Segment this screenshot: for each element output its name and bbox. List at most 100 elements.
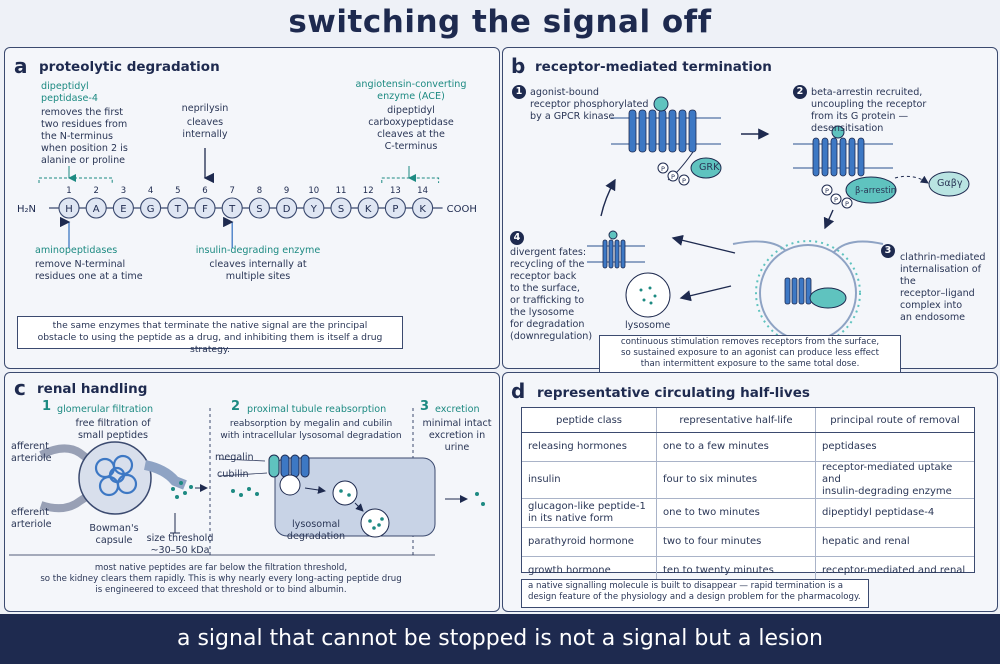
recycled-receptor — [587, 230, 645, 269]
cell-half-life: ten to twenty minutes — [663, 565, 774, 576]
proximal-tubule-cell — [218, 454, 436, 538]
table-row: releasing hormones one to a few minutes … — [522, 432, 974, 462]
phosphate-label: P — [671, 173, 675, 181]
residue-circle — [276, 197, 298, 219]
lysosome-label: lysosome — [625, 320, 671, 331]
residue-circle — [248, 197, 270, 219]
residue-letter: T — [228, 204, 236, 215]
ide-name: insulin-degrading enzyme — [195, 245, 321, 256]
aminopeptidases-name: aminopeptidases — [35, 245, 118, 256]
residue-position: 12 — [363, 186, 374, 196]
residue-position: 11 — [336, 186, 347, 196]
cell-route: receptor-mediated uptake and — [822, 462, 953, 485]
residue-letter: S — [256, 204, 262, 215]
residue-position: 13 — [390, 186, 401, 196]
header-half-life: representative half-life — [656, 408, 816, 433]
cell-route: peptidases — [822, 441, 877, 452]
cell-route: hepatic and renal — [822, 536, 910, 547]
panel-title: renal handling — [37, 381, 148, 397]
residue-circle — [140, 197, 162, 219]
step3-number: 3 — [881, 244, 895, 258]
dpp4-bracket — [38, 177, 113, 183]
phosphate-label: P — [661, 165, 665, 173]
residue-letter: K — [365, 204, 372, 215]
step2-number: 2 — [231, 399, 241, 414]
residue-circle — [194, 197, 216, 219]
panel-label: d — [511, 379, 526, 403]
cell-half-life: one to two minutes — [663, 507, 760, 518]
residue-letter: F — [202, 204, 208, 215]
n-terminus-label: H₂N — [17, 204, 36, 215]
residue-position: 2 — [93, 186, 98, 196]
panel-label: b — [511, 54, 526, 78]
ace-bracket — [381, 177, 440, 183]
grk-label: GRK — [699, 162, 720, 173]
residue-circle — [384, 197, 406, 219]
residue-letter: T — [174, 204, 182, 215]
step3-number: 3 — [420, 399, 430, 414]
residue-circle — [112, 197, 134, 219]
residue-position: 5 — [175, 186, 180, 196]
residue-position: 6 — [202, 186, 207, 196]
residue-letter: D — [283, 204, 291, 215]
residue-circle — [167, 197, 189, 219]
step1-number: 1 — [512, 85, 526, 99]
cell-half-life: four to six minutes — [663, 474, 758, 485]
cubilin-label: cubilin — [217, 469, 249, 480]
phosphate-label: P — [845, 200, 849, 208]
residue-letter: H — [65, 204, 73, 215]
proximal-tubule-title: proximal tubule reabsorption — [247, 404, 387, 415]
lysosome — [625, 272, 671, 318]
cell-half-life: two to four minutes — [663, 536, 762, 547]
table-row: insulin four to six minutes receptor-med… — [522, 461, 974, 499]
glomerulus — [39, 441, 208, 534]
cell-route-line2: insulin-degrading enzyme — [822, 486, 952, 497]
residue-position: 1 — [66, 186, 71, 196]
c-terminus-label: COOH — [447, 204, 477, 215]
footer-banner: a signal that cannot be stopped is not a… — [0, 614, 1000, 664]
panel-receptor-termination: b receptor-mediated termination — [502, 47, 998, 374]
panel-title: receptor-mediated termination — [535, 59, 772, 75]
cell-class: growth hormone — [528, 565, 611, 576]
cell-class: parathyroid hormone — [528, 536, 634, 547]
residue-position: 3 — [121, 186, 126, 196]
cell-half-life: one to a few minutes — [663, 441, 769, 452]
residue-letter: K — [419, 204, 426, 215]
panel-title: representative circulating half-lives — [537, 385, 810, 401]
residue-letter: P — [392, 204, 398, 215]
header-route: principal route of removal — [815, 408, 974, 433]
arrestin-bound-receptor — [793, 125, 970, 209]
page-title: switching the signal off — [288, 4, 712, 40]
cell-class-line2: in its native form — [528, 513, 614, 524]
header-peptide-class: peptide class — [522, 408, 657, 433]
cell-class: insulin — [528, 474, 561, 485]
excretion-title: excretion — [435, 404, 480, 415]
residue-letter: A — [93, 204, 100, 215]
neprilysin-name: neprilysin — [181, 103, 229, 114]
panel-label: c — [14, 376, 26, 400]
phosphate-label: P — [825, 187, 829, 195]
panel-b-note: continuous stimulation removes receptors… — [599, 335, 901, 374]
residue-position: 10 — [308, 186, 319, 196]
panel-d-note: a native signalling molecule is built to… — [521, 579, 869, 608]
residue-position: 8 — [257, 186, 262, 196]
residue-circle — [85, 197, 107, 219]
step2-number: 2 — [793, 85, 807, 99]
half-life-table: peptide class representative half-life p… — [522, 408, 974, 585]
